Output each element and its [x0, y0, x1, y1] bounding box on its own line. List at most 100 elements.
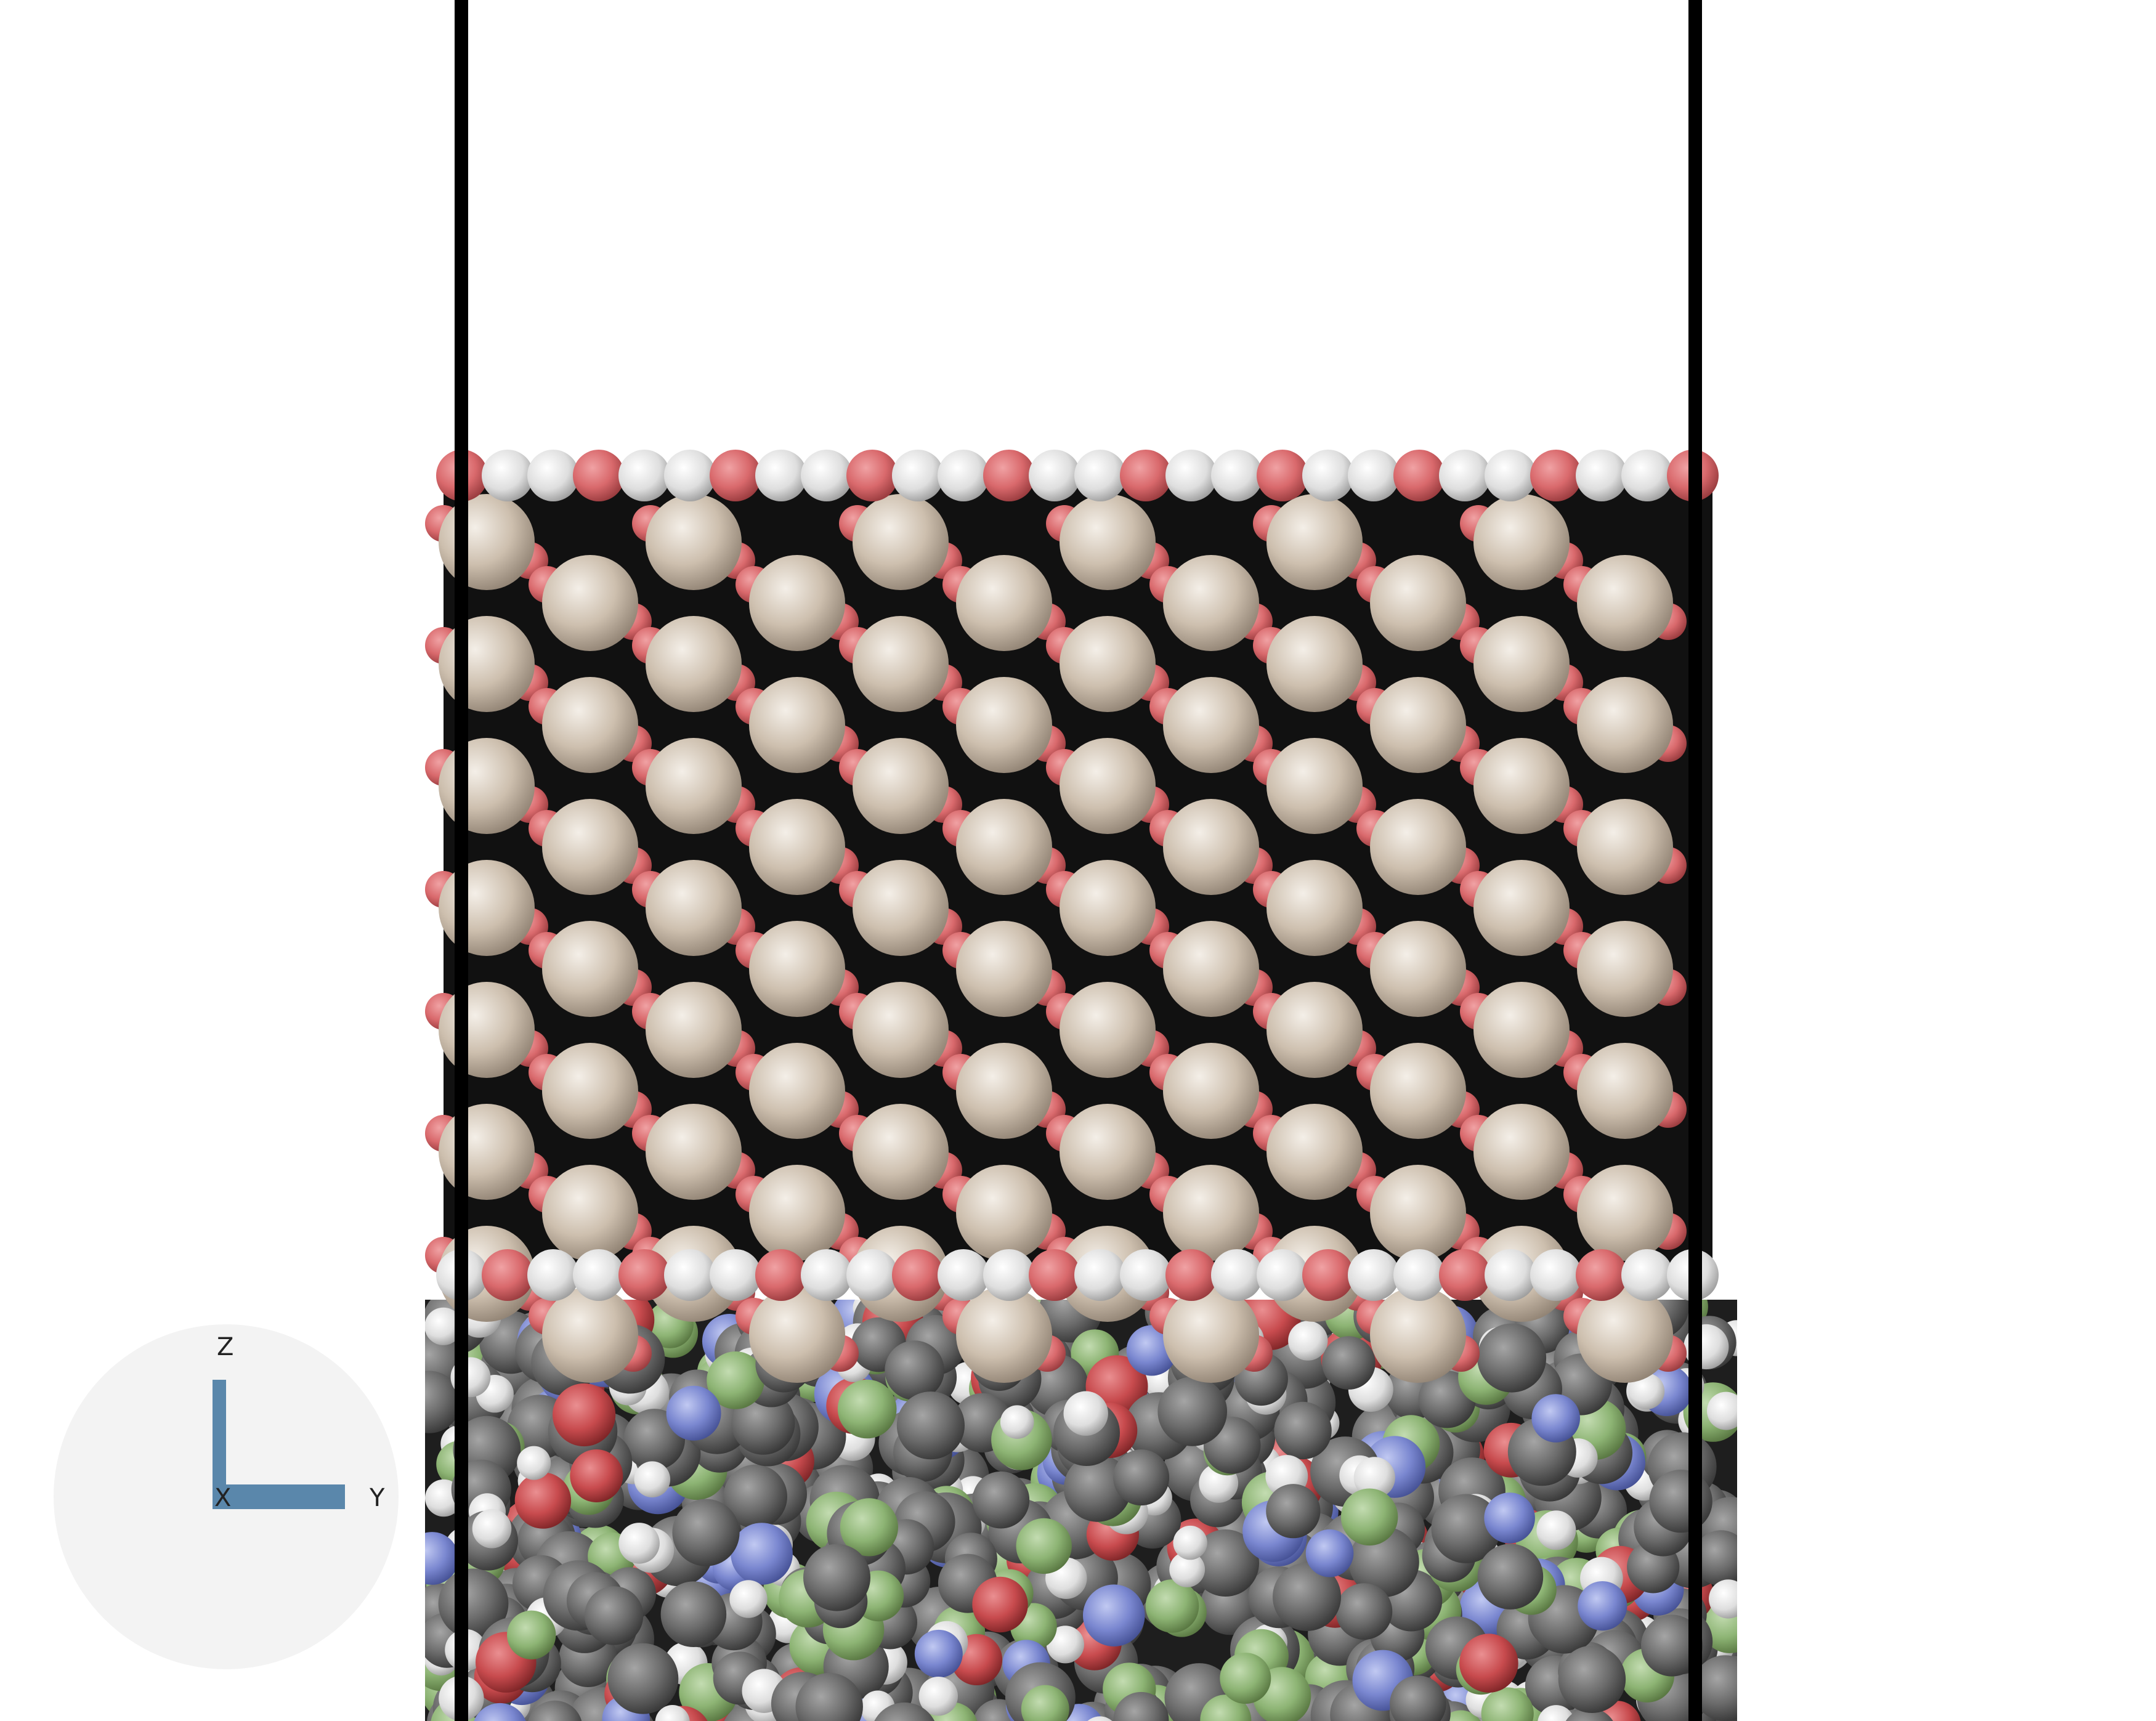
slab-surface-atom [1165, 1249, 1217, 1301]
z-axis-arrow [213, 1380, 226, 1509]
slab-surface-atom [892, 1249, 944, 1301]
hydrogen-atom [1087, 1716, 1112, 1721]
hydrogen-atom [1707, 1391, 1737, 1430]
slab-atom [439, 494, 535, 590]
slab-atom [1370, 677, 1466, 773]
slab-surface-atom [664, 450, 716, 501]
slab-atom [956, 1043, 1052, 1139]
slab-atom [1577, 799, 1673, 895]
nitrogen-atom [1484, 1492, 1535, 1544]
slab-atom [1577, 555, 1673, 651]
hydrogen-atom [1628, 1373, 1665, 1410]
carbon-atom [672, 1499, 740, 1566]
carbon-atom [1477, 1544, 1544, 1610]
slab-atom [1163, 677, 1259, 773]
slab-surface-atom [1621, 1249, 1673, 1301]
carbon-atom [1335, 1583, 1393, 1640]
slab-atom [1370, 921, 1466, 1017]
slab-atom [1266, 738, 1363, 834]
carbon-atom [1274, 1401, 1332, 1460]
slab-surface-atom [755, 450, 807, 501]
carbon-atom [1192, 1529, 1259, 1597]
slab-surface-atom [573, 1249, 625, 1301]
slab-atom [956, 1165, 1052, 1261]
slab-atom [1577, 677, 1673, 773]
slab-surface-atom [1120, 1249, 1172, 1301]
slab-atom [853, 494, 949, 590]
slab-atom [956, 677, 1052, 773]
carbon-atom [1649, 1469, 1712, 1533]
slab-surface-atom [1439, 450, 1491, 501]
slab-surface-atom [1257, 450, 1308, 501]
slab-surface-atom [846, 450, 898, 501]
slab-atom [1266, 616, 1363, 712]
fluorine-atom [837, 1379, 897, 1439]
slab-atom [439, 616, 535, 712]
carbon-atom [660, 1581, 727, 1647]
nitrogen-atom [666, 1385, 721, 1441]
carbon-atom [731, 1391, 795, 1455]
slab-surface-atom [1211, 450, 1263, 501]
slab-atom [542, 799, 638, 895]
slab-atom [646, 1104, 742, 1200]
slab-atom [646, 738, 742, 834]
hydrogen-atom [1063, 1391, 1108, 1436]
oxygen-atom [514, 1472, 572, 1529]
slab-atom [1060, 494, 1156, 590]
hydrogen-atom [1288, 1321, 1328, 1361]
slab-atom [439, 860, 535, 956]
slab-atom [1266, 982, 1363, 1078]
slab-atom [1473, 494, 1570, 590]
slab-atom [956, 1287, 1052, 1383]
slab-surface-atom [938, 1249, 989, 1301]
slab-surface-atom [482, 450, 533, 501]
slab-atom [1473, 1104, 1570, 1200]
orientation-axes: Z X Y [54, 1324, 399, 1669]
x-axis-label: X [214, 1484, 231, 1512]
slab-atom [956, 799, 1052, 895]
slab-surface-atom [1393, 450, 1445, 501]
slab-atom [1473, 860, 1570, 956]
slab-surface-atom [527, 1249, 579, 1301]
slab-surface-atom [1348, 450, 1400, 501]
slab-atom [1577, 921, 1673, 1017]
slab-surface-atom [1621, 450, 1673, 501]
nitrogen-atom [1305, 1529, 1354, 1577]
slab-surface-atom [1120, 450, 1172, 501]
hydrogen-atom [655, 1705, 690, 1721]
slab-atom [1163, 799, 1259, 895]
simulation-box [455, 0, 1702, 1721]
slab-surface-atom [892, 450, 944, 501]
slab-surface-atom [801, 450, 853, 501]
slab-atom [1163, 1165, 1259, 1261]
slab-surface-atom [1029, 1249, 1080, 1301]
carbon-atom [1157, 1377, 1227, 1446]
slab-atom [1577, 1165, 1673, 1261]
oxygen-atom [553, 1383, 616, 1447]
slab-atom [853, 860, 949, 956]
slab-surface-atom [1029, 450, 1080, 501]
slab-atom [646, 860, 742, 956]
slab-atom [749, 1287, 845, 1383]
slab-surface-atom [527, 450, 579, 501]
slab-atom [542, 555, 638, 651]
hydrogen-atom [425, 1307, 463, 1345]
slab-atom [542, 1165, 638, 1261]
slab-surface-atom [482, 1249, 533, 1301]
hydrogen-atom [1046, 1626, 1084, 1664]
slab-surface-atom [1576, 450, 1627, 501]
slab-surface-atom [1393, 1249, 1445, 1301]
slab-surface-atom [983, 450, 1035, 501]
carbon-atom [795, 1673, 863, 1721]
nitrogen-atom [1083, 1584, 1145, 1646]
y-axis-label: Y [369, 1484, 385, 1512]
slab-surface-atom [1485, 1249, 1536, 1301]
z-axis-label: Z [217, 1333, 233, 1361]
carbon-atom [874, 1702, 935, 1721]
fluorine-atom [1481, 1687, 1534, 1721]
slab-atom [646, 494, 742, 590]
slab-atom [542, 1043, 638, 1139]
hydrogen-atom [1709, 1579, 1737, 1619]
slab-surface-atom [618, 450, 670, 501]
